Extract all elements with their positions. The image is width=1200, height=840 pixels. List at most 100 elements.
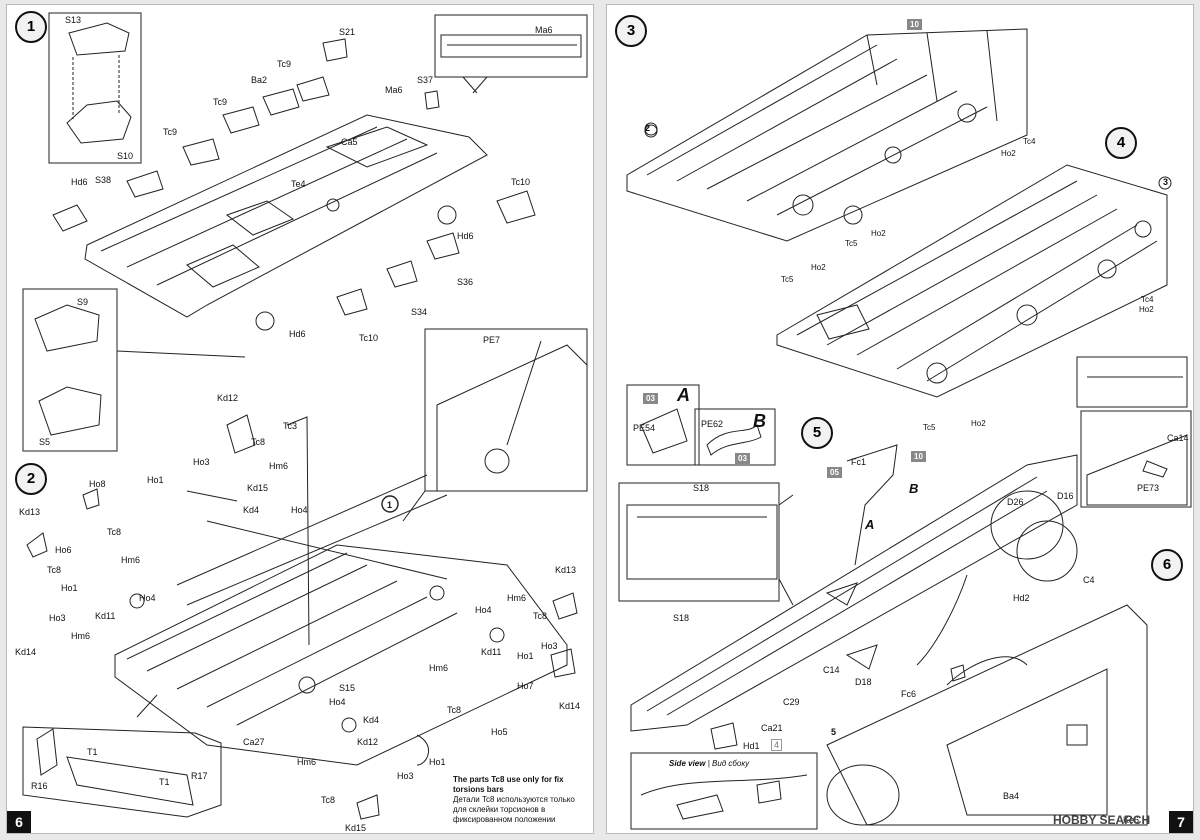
part-label: Ho1 bbox=[147, 475, 164, 485]
part-label: Kd11 bbox=[95, 611, 116, 621]
part-label: Ho2 bbox=[1139, 305, 1154, 314]
part-label: S36 bbox=[457, 277, 474, 287]
inset-b-frame bbox=[694, 408, 776, 466]
part-label: Tc5 bbox=[923, 423, 936, 432]
part-label: D26 bbox=[1007, 497, 1024, 507]
part-label: Ho4 bbox=[475, 605, 492, 615]
part-label: Tc8 bbox=[107, 527, 122, 537]
part-label: Ba4 bbox=[1003, 791, 1020, 801]
side-view-frame bbox=[630, 752, 818, 830]
part-label: Kd4 bbox=[243, 505, 260, 515]
torsion-bar-note: The parts Tc8 use only for fix torsions … bbox=[453, 775, 589, 825]
part-label: C14 bbox=[823, 665, 840, 675]
step-2-marker: 2 bbox=[15, 463, 47, 495]
note-english: The parts Tc8 use only for fix torsions … bbox=[453, 775, 564, 794]
part-label: PE62 bbox=[701, 419, 724, 429]
part-label: Fc6 bbox=[901, 689, 917, 699]
watermark-text: HOBBY SEARCH bbox=[1053, 813, 1151, 827]
part-label: Hd1 bbox=[743, 741, 760, 751]
reference-circle: 5 bbox=[831, 727, 837, 737]
note-russian: Детали Tc8 используются только для склей… bbox=[453, 795, 575, 824]
instruction-page-left: 1 2 bbox=[6, 4, 594, 834]
detail-a-marker: A bbox=[865, 517, 875, 532]
side-view-english: Side view bbox=[669, 759, 706, 768]
inset-s9-frame bbox=[22, 288, 118, 452]
inset-t1-frame bbox=[22, 726, 222, 818]
part-label: PE73 bbox=[1137, 483, 1160, 493]
part-label: S5 bbox=[39, 437, 51, 447]
part-label: S15 bbox=[339, 683, 356, 693]
part-label: Tc9 bbox=[213, 97, 228, 107]
step-1-marker: 1 bbox=[15, 11, 47, 43]
part-label: T1 bbox=[87, 747, 98, 757]
part-label: Te4 bbox=[291, 179, 306, 189]
step-6-marker: 6 bbox=[1151, 549, 1183, 581]
part-label: C4 bbox=[1083, 575, 1095, 585]
part-label: Tc9 bbox=[277, 59, 292, 69]
pe-part-label: PE7 bbox=[483, 335, 501, 345]
paint-badge: 10 bbox=[911, 451, 926, 462]
part-label: Kd13 bbox=[555, 565, 577, 575]
part-label: Tc8 bbox=[321, 795, 336, 805]
part-label: Ho5 bbox=[491, 727, 508, 737]
part-label: Tc8 bbox=[447, 705, 462, 715]
paint-badge: 05 bbox=[827, 467, 842, 478]
part-label: Tc8 bbox=[47, 565, 62, 575]
part-label: Tc10 bbox=[359, 333, 379, 343]
reference-step-1: 1 bbox=[387, 500, 393, 510]
part-label: Ho3 bbox=[193, 457, 210, 467]
part-label: Hd2 bbox=[1013, 593, 1030, 603]
part-label: Ho1 bbox=[429, 757, 446, 767]
part-label: Kd14 bbox=[559, 701, 581, 711]
part-label: Ho1 bbox=[61, 583, 78, 593]
part-label: Kd15 bbox=[247, 483, 269, 493]
part-label: S37 bbox=[417, 75, 434, 85]
part-label: Fc1 bbox=[851, 457, 867, 467]
inset-top-frame bbox=[1076, 356, 1188, 408]
quantity-badge: 4 bbox=[771, 739, 783, 751]
part-label: R17 bbox=[191, 771, 208, 781]
part-label: Kd4 bbox=[363, 715, 380, 725]
part-label: S21 bbox=[339, 27, 356, 37]
part-label: Tc9 bbox=[163, 127, 178, 137]
side-view-russian: Вид сбоку bbox=[712, 759, 750, 768]
part-label: Hd6 bbox=[289, 329, 306, 339]
part-label: Kd11 bbox=[481, 647, 502, 657]
inset-s18-frame bbox=[618, 482, 780, 602]
assembly-drawing-right bbox=[618, 28, 1192, 830]
part-label: Kd12 bbox=[357, 737, 379, 747]
inset-pe7-frame bbox=[424, 328, 588, 492]
part-label: Tc4 bbox=[1023, 137, 1036, 146]
part-label: Ma6 bbox=[535, 25, 553, 35]
part-label: Hm6 bbox=[297, 757, 317, 767]
page-number: 6 bbox=[7, 811, 31, 833]
part-label: Hm6 bbox=[429, 663, 449, 673]
part-label: Tc8 bbox=[533, 611, 548, 621]
inset-b-letter: B bbox=[753, 411, 766, 431]
part-label: Ma6 bbox=[385, 85, 403, 95]
part-label: S18 bbox=[673, 613, 690, 623]
assembly-drawing-left bbox=[22, 12, 588, 820]
detail-b-marker: B bbox=[909, 481, 919, 496]
step-5-marker: 5 bbox=[801, 417, 833, 449]
pe-sheet-badge: 03 bbox=[643, 393, 658, 404]
part-label: PE54 bbox=[633, 423, 656, 433]
part-label: Hm6 bbox=[507, 593, 527, 603]
part-label: C29 bbox=[783, 697, 800, 707]
part-label: D16 bbox=[1057, 491, 1074, 501]
part-label: Tc3 bbox=[283, 421, 298, 431]
part-label: Ho6 bbox=[55, 545, 72, 555]
part-label: Ho3 bbox=[397, 771, 414, 781]
reference-circle: 2 bbox=[645, 123, 651, 133]
part-label: Ca21 bbox=[761, 723, 783, 733]
part-label: Ca14 bbox=[1167, 433, 1189, 443]
part-label: S34 bbox=[411, 307, 428, 317]
part-label: S9 bbox=[77, 297, 89, 307]
part-label: Ca5 bbox=[341, 137, 358, 147]
part-label: Tc8 bbox=[251, 437, 266, 447]
side-view-caption: Side view | Вид сбоку bbox=[669, 759, 750, 768]
part-label: Kd13 bbox=[19, 507, 41, 517]
part-label: Kd14 bbox=[15, 647, 37, 657]
part-label: S13 bbox=[65, 15, 82, 25]
part-label: Ho4 bbox=[139, 593, 156, 603]
